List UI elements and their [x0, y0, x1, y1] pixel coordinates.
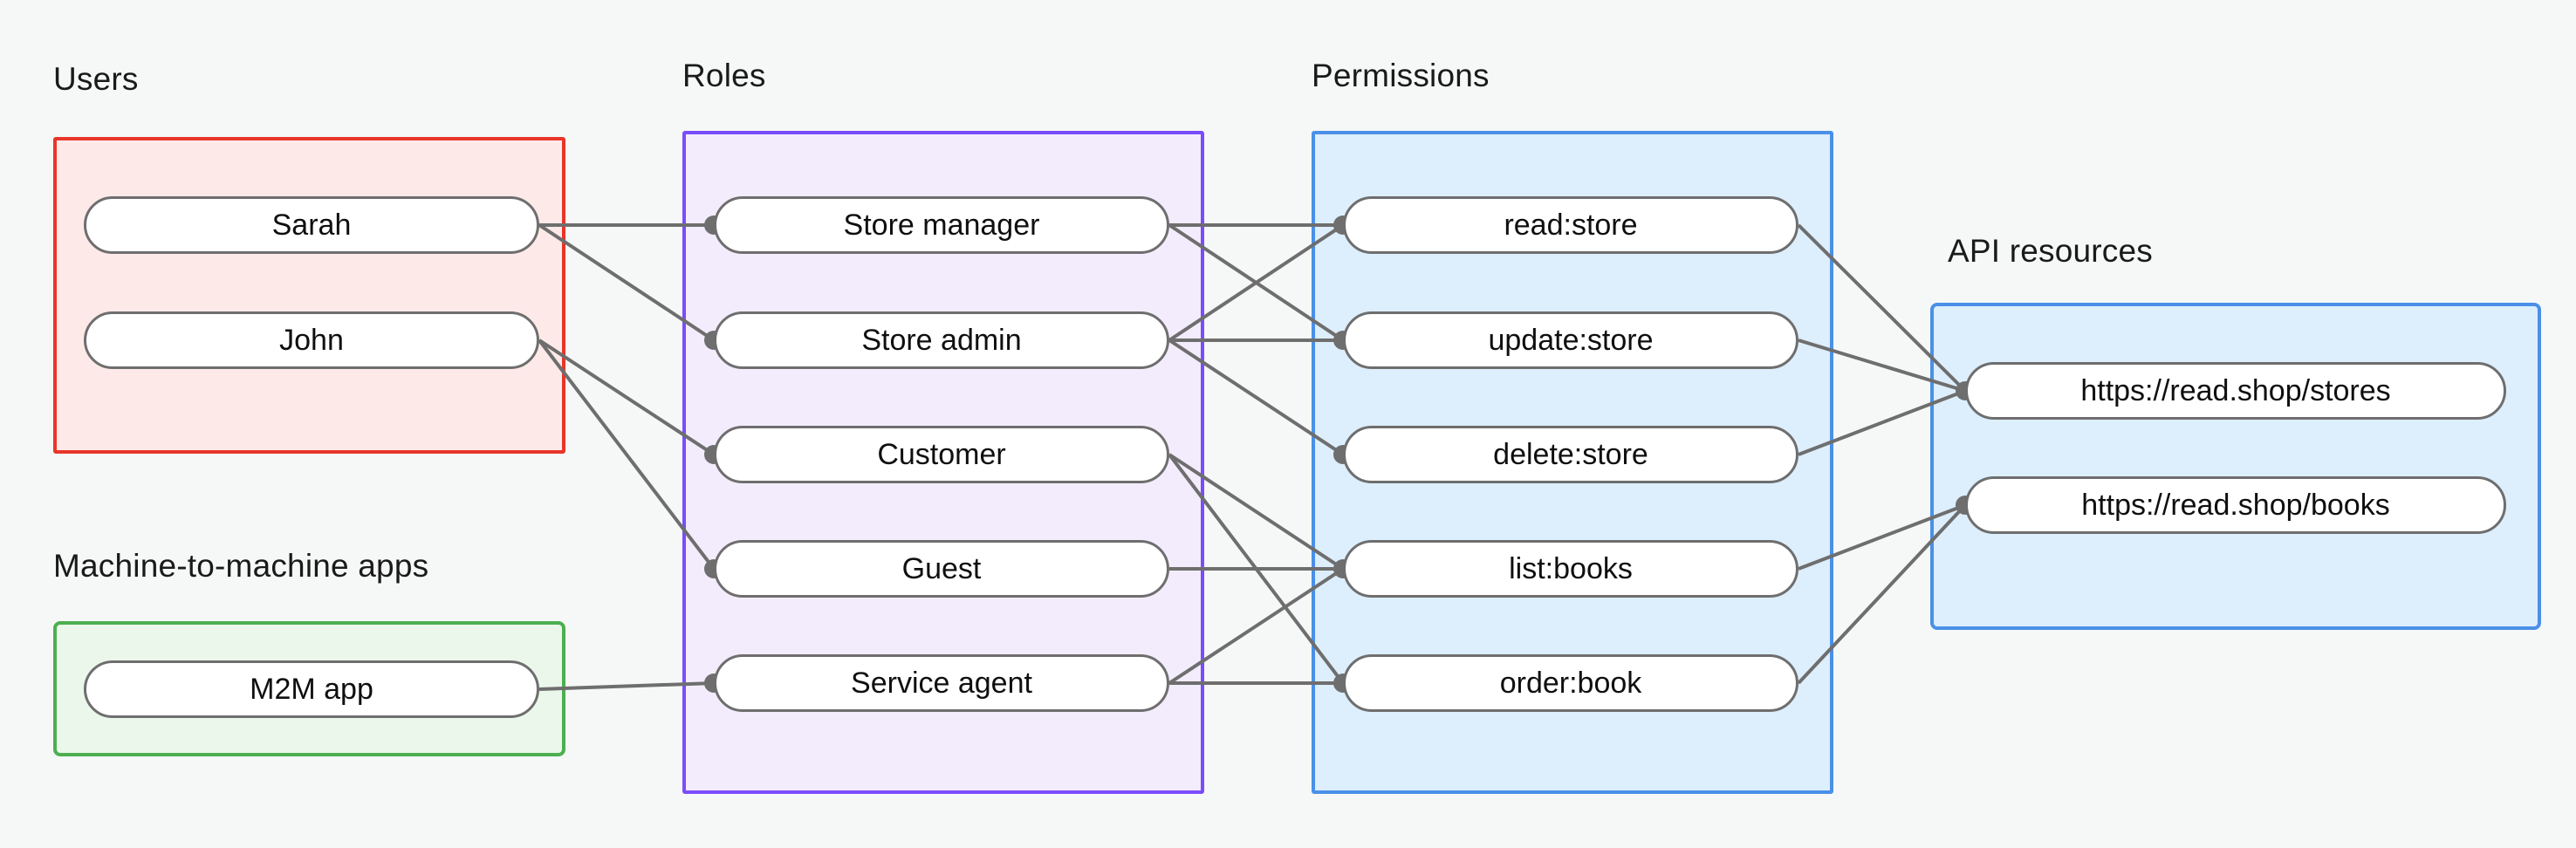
node-update-store[interactable]: update:store: [1343, 311, 1798, 369]
group-box-api-resources: [1930, 303, 2541, 630]
node-sarah[interactable]: Sarah: [84, 196, 539, 254]
node-service-agent[interactable]: Service agent: [714, 654, 1169, 712]
node-read-shop-stores[interactable]: https://read.shop/stores: [1965, 362, 2506, 420]
node-list-books[interactable]: list:books: [1343, 540, 1798, 598]
node-john[interactable]: John: [84, 311, 539, 369]
group-label-permissions: Permissions: [1312, 58, 1490, 93]
node-read-store[interactable]: read:store: [1343, 196, 1798, 254]
group-box-users: [53, 137, 565, 454]
node-order-book[interactable]: order:book: [1343, 654, 1798, 712]
node-guest[interactable]: Guest: [714, 540, 1169, 598]
node-m2m-app[interactable]: M2M app: [84, 660, 539, 718]
group-label-api-resources: API resources: [1948, 233, 2153, 269]
node-customer[interactable]: Customer: [714, 426, 1169, 483]
group-label-users: Users: [53, 61, 139, 97]
group-label-m2m: Machine-to-machine apps: [53, 548, 429, 584]
node-delete-store[interactable]: delete:store: [1343, 426, 1798, 483]
node-store-admin[interactable]: Store admin: [714, 311, 1169, 369]
node-read-shop-books[interactable]: https://read.shop/books: [1965, 476, 2506, 534]
node-store-manager[interactable]: Store manager: [714, 196, 1169, 254]
group-label-roles: Roles: [682, 58, 766, 93]
